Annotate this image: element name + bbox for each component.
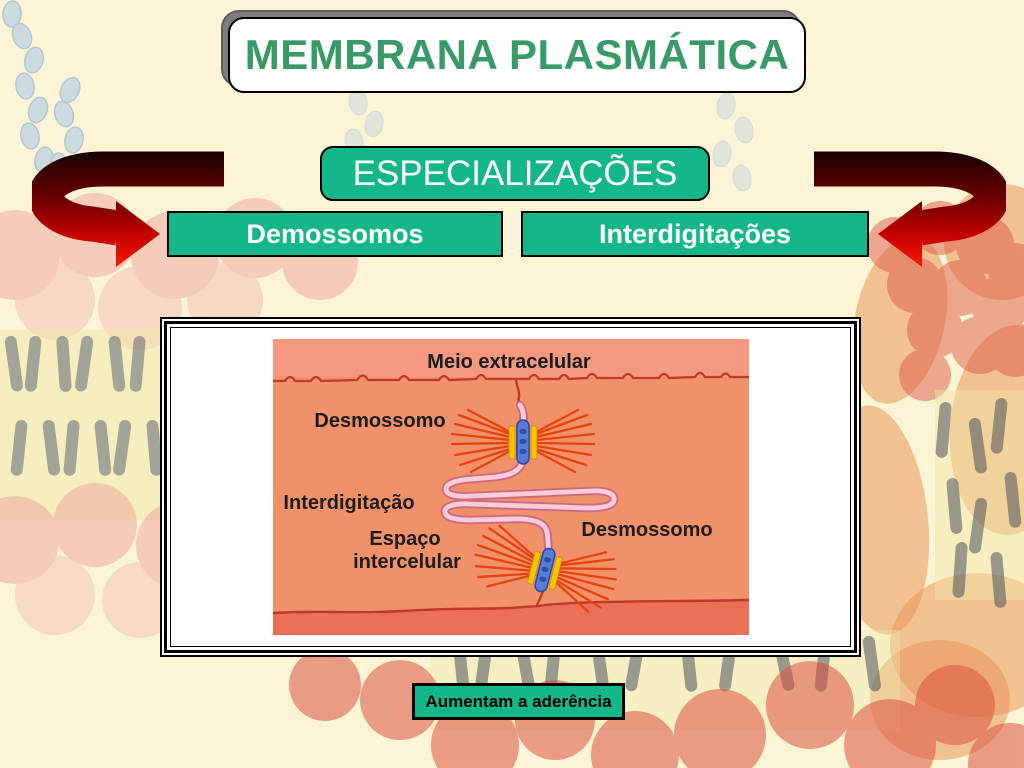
lipid-tails-right: [935, 390, 1024, 609]
caption-box: Aumentam a aderência: [412, 683, 625, 720]
category-right-label: Interdigitações: [598, 218, 792, 249]
bottom-band: [272, 600, 749, 635]
figure-frame-middle: Meio extracelular Desmossomo Interdigita…: [164, 321, 857, 653]
label-desmossomo-lower: Desmossomo: [581, 519, 712, 541]
label-espaco: Espaço: [369, 528, 440, 550]
u-turn-arrow-right-icon: [814, 151, 1006, 267]
category-box-desmossomos: Demossomos: [167, 211, 503, 257]
subtitle-box: ESPECIALIZAÇÕES: [320, 146, 710, 201]
u-turn-arrow-left-icon: [32, 151, 224, 267]
interdigitation-membrane: [440, 400, 618, 555]
label-desmossomo-upper: Desmossomo: [314, 410, 445, 432]
basal-membrane-line: [272, 598, 749, 615]
page-title: MEMBRANA PLASMÁTICA: [244, 31, 790, 78]
subtitle-label: ESPECIALIZAÇÕES: [352, 153, 678, 193]
apical-membrane-line: [272, 371, 749, 383]
junction-line-bottom: [535, 590, 544, 606]
title-box: MEMBRANA PLASMÁTICA: [228, 17, 806, 93]
category-box-interdigitacoes: Interdigitações: [521, 211, 869, 257]
figure-frame: Meio extracelular Desmossomo Interdigita…: [160, 317, 861, 657]
label-interdigitacao: Interdigitação: [283, 492, 414, 514]
label-meio-extracelular: Meio extracelular: [427, 351, 591, 373]
category-left-label: Demossomos: [246, 218, 424, 249]
figure-frame-inner: Meio extracelular Desmossomo Interdigita…: [170, 327, 851, 647]
cell-junction-illustration: Meio extracelular Desmossomo Interdigita…: [272, 339, 749, 635]
label-intercelular: intercelular: [353, 551, 461, 573]
extracellular-band: [272, 339, 749, 379]
caption-label: Aumentam a aderência: [425, 691, 612, 711]
